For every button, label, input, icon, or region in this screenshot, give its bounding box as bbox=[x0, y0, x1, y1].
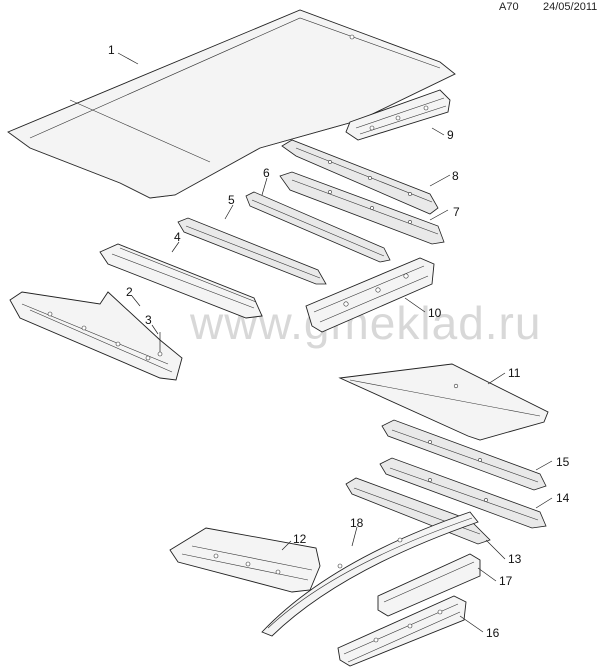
side-rail-17 bbox=[377, 553, 481, 617]
callout-15: 15 bbox=[556, 455, 570, 469]
leader-lines bbox=[117, 52, 553, 633]
callout-4: 4 bbox=[174, 230, 181, 244]
windshield-frame-2 bbox=[9, 291, 183, 381]
callout-16: 16 bbox=[486, 626, 500, 640]
callout-14: 14 bbox=[556, 491, 570, 505]
callout-3: 3 bbox=[145, 313, 152, 327]
callout-5: 5 bbox=[228, 193, 235, 207]
callout-9: 9 bbox=[447, 128, 454, 142]
clip-3 bbox=[157, 332, 163, 357]
side-rail-10 bbox=[305, 257, 435, 333]
rear-header-panel bbox=[345, 89, 451, 141]
side-rail-16 bbox=[337, 595, 467, 667]
roof-bow-6 bbox=[245, 191, 391, 263]
callout-13: 13 bbox=[508, 552, 522, 566]
roof-bow-4 bbox=[99, 243, 263, 319]
callout-10: 10 bbox=[428, 306, 442, 320]
callout-2: 2 bbox=[126, 285, 133, 299]
callout-11: 11 bbox=[508, 366, 521, 380]
callout-12: 12 bbox=[293, 532, 307, 546]
roof-bow-8 bbox=[281, 139, 439, 215]
roof-bow-7 bbox=[279, 171, 445, 245]
roof-bow-5 bbox=[177, 217, 327, 285]
roof-bow-14 bbox=[379, 457, 547, 529]
windshield-frame-12 bbox=[169, 527, 321, 593]
roof-bow-15 bbox=[381, 419, 547, 491]
roof-panel-11 bbox=[338, 363, 549, 441]
callout-17: 17 bbox=[499, 574, 513, 588]
callout-6: 6 bbox=[263, 166, 270, 180]
callout-18: 18 bbox=[350, 516, 364, 530]
callout-7: 7 bbox=[453, 205, 460, 219]
diagram-date: 24/05/2011 bbox=[543, 1, 598, 13]
roof-panel bbox=[7, 9, 456, 199]
callout-labels: 1 2 3 4 5 6 7 8 9 10 11 12 13 14 15 16 1… bbox=[108, 43, 570, 640]
callout-8: 8 bbox=[452, 169, 459, 183]
diagram-code: A70 bbox=[499, 1, 519, 13]
roof-bow-18 bbox=[261, 511, 479, 637]
callout-1: 1 bbox=[108, 43, 115, 57]
